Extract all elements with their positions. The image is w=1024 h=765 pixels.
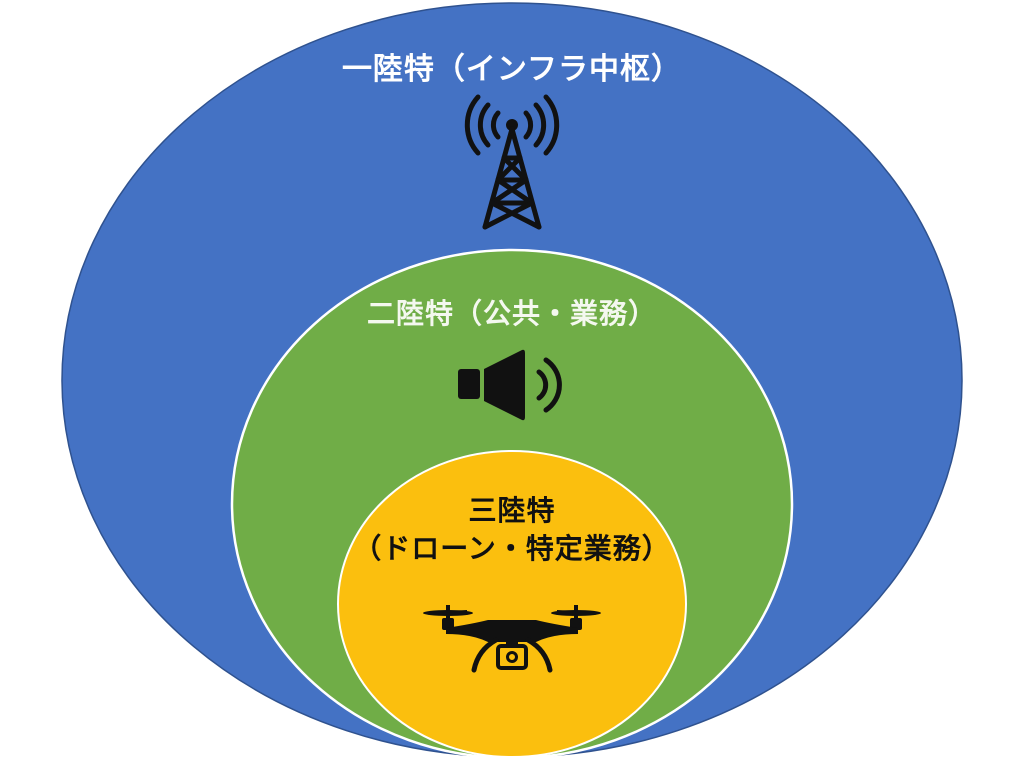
level-3-title-line1: 三陸特 — [468, 494, 556, 527]
level-3-title-line2: （ドローン・特定業務） — [353, 532, 671, 565]
radio-tower-icon — [464, 94, 560, 230]
level-1-title: 一陸特（インフラ中枢） — [341, 52, 683, 87]
level-3-title: 三陸特 （ドローン・特定業務） — [0, 492, 1024, 568]
level-2-title: 二陸特（公共・業務） — [366, 297, 657, 330]
drone-icon — [423, 605, 601, 673]
speaker-icon — [458, 349, 562, 421]
level-3-ellipse — [337, 450, 687, 758]
